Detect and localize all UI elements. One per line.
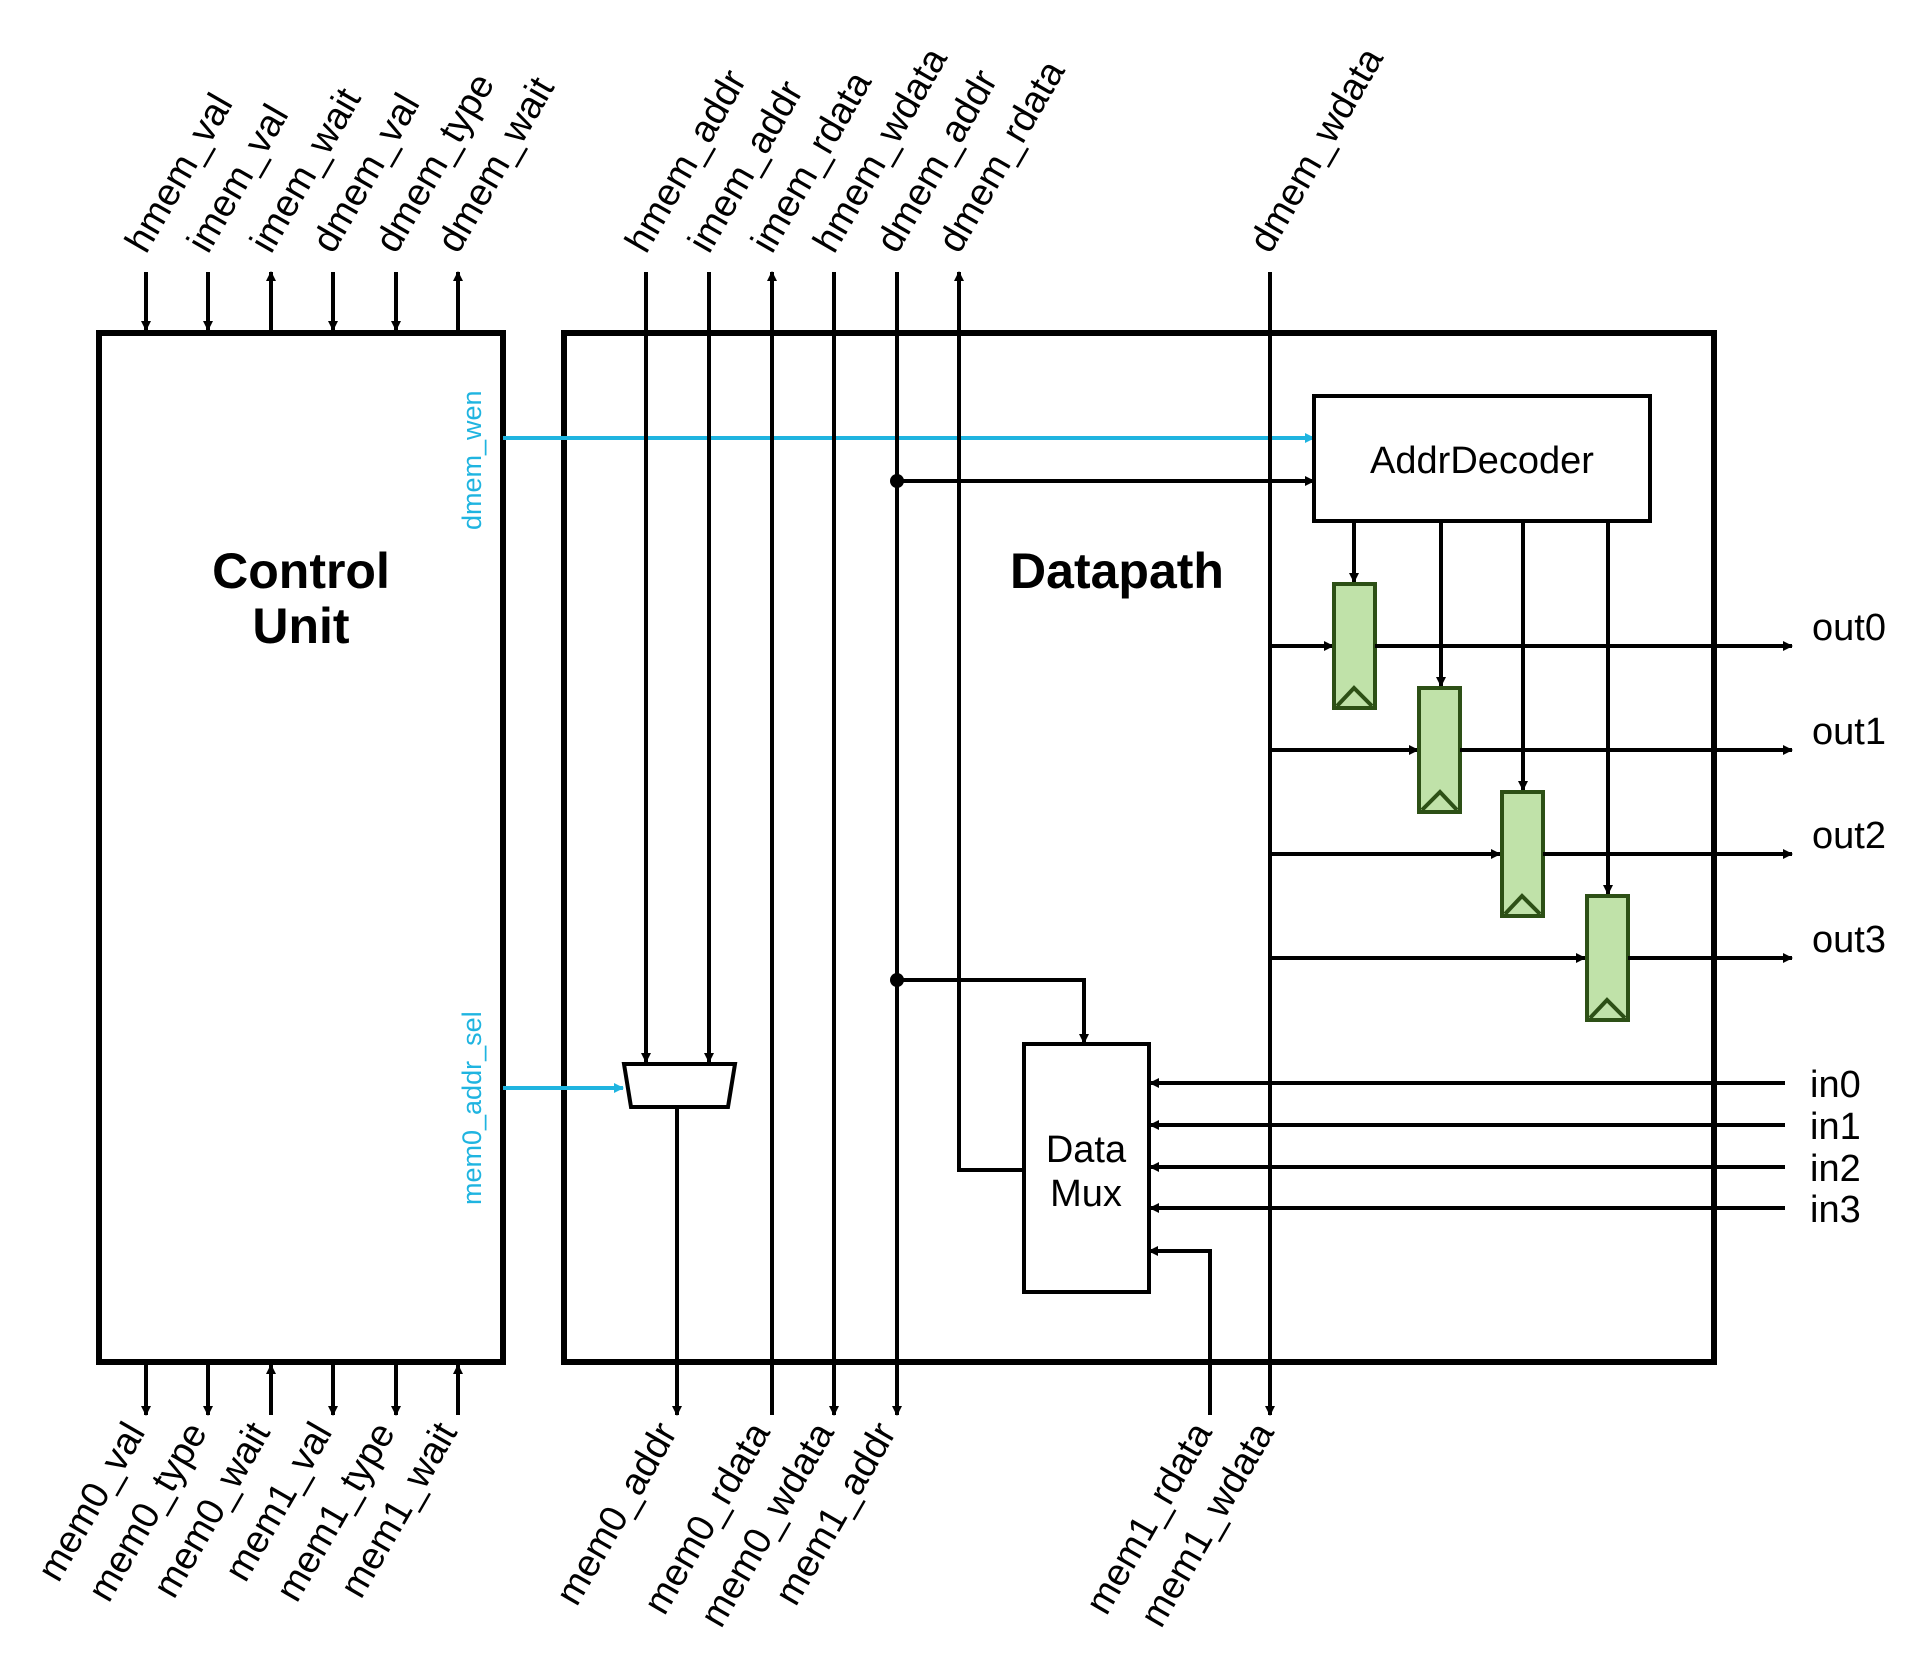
datapath-bottom-port-labels: mem0_addr mem0_rdata mem0_wdata mem1_add… xyxy=(548,1415,1283,1634)
control-unit-label-line1: Control xyxy=(212,543,390,599)
addr-decoder-block: AddrDecoder xyxy=(1312,394,1652,523)
datapath-wires xyxy=(641,271,1315,1416)
junction-dot xyxy=(890,973,904,987)
mem1-rdata-wire xyxy=(1148,1246,1212,1415)
port-label-in0: in0 xyxy=(1810,1064,1861,1106)
port-label-out0: out0 xyxy=(1812,607,1886,649)
mem0-addr-sel-label: mem0_addr_sel xyxy=(457,1011,487,1205)
clock-triangle-icon xyxy=(1335,685,1374,708)
data-mux-label-line2: Mux xyxy=(1050,1173,1122,1215)
addr-decoder-box xyxy=(1312,394,1652,523)
control-unit-label-line2: Unit xyxy=(252,598,350,654)
register-1 xyxy=(1417,686,1462,814)
data-mux-label-line1: Data xyxy=(1046,1129,1127,1171)
control-unit-box xyxy=(96,330,506,1365)
register-box xyxy=(1417,686,1462,814)
addr-mux xyxy=(621,1062,738,1109)
clock-triangle-icon xyxy=(1588,997,1627,1020)
control-top-ports: hmem_val imem_val imem_wait dmem_val dme… xyxy=(117,67,563,331)
clock-triangle-icon xyxy=(1420,789,1459,812)
datapath-top-port-labels: hmem_addr imem_addr imem_rdata hmem_wdat… xyxy=(617,40,1392,259)
datamux-sel-wire xyxy=(897,978,1089,1044)
port-label-in2: in2 xyxy=(1810,1148,1861,1190)
data-mux-block: Data Mux xyxy=(1022,1042,1151,1294)
output-ports: out0 out1 out2 out3 xyxy=(1375,607,1886,963)
port-label-dmem-wdata: dmem_wdata xyxy=(1241,40,1392,259)
port-label-out1: out1 xyxy=(1812,711,1886,753)
port-label-out3: out3 xyxy=(1812,919,1886,961)
port-label-in1: in1 xyxy=(1810,1106,1861,1148)
control-unit-block: Control Unit dmem_wen mem0_addr_sel xyxy=(96,330,506,1365)
register-3 xyxy=(1585,894,1630,1022)
dmem-wen-label: dmem_wen xyxy=(457,390,487,530)
control-bottom-ports: mem0_val mem0_type mem0_wait mem1_val me… xyxy=(30,1364,466,1608)
input-ports: in0 in1 in2 in3 xyxy=(1149,1064,1861,1231)
register-0 xyxy=(1332,582,1377,710)
clock-triangle-icon xyxy=(1503,893,1542,916)
port-label-in3: in3 xyxy=(1810,1189,1861,1231)
data-mux-box xyxy=(1022,1042,1151,1294)
register-2 xyxy=(1500,790,1545,918)
junction-dot xyxy=(890,474,904,488)
datapath-label: Datapath xyxy=(1010,543,1224,599)
port-label-out2: out2 xyxy=(1812,815,1886,857)
dmem-rdata-wire xyxy=(954,271,1024,1172)
addr-decoder-label: AddrDecoder xyxy=(1370,440,1594,482)
